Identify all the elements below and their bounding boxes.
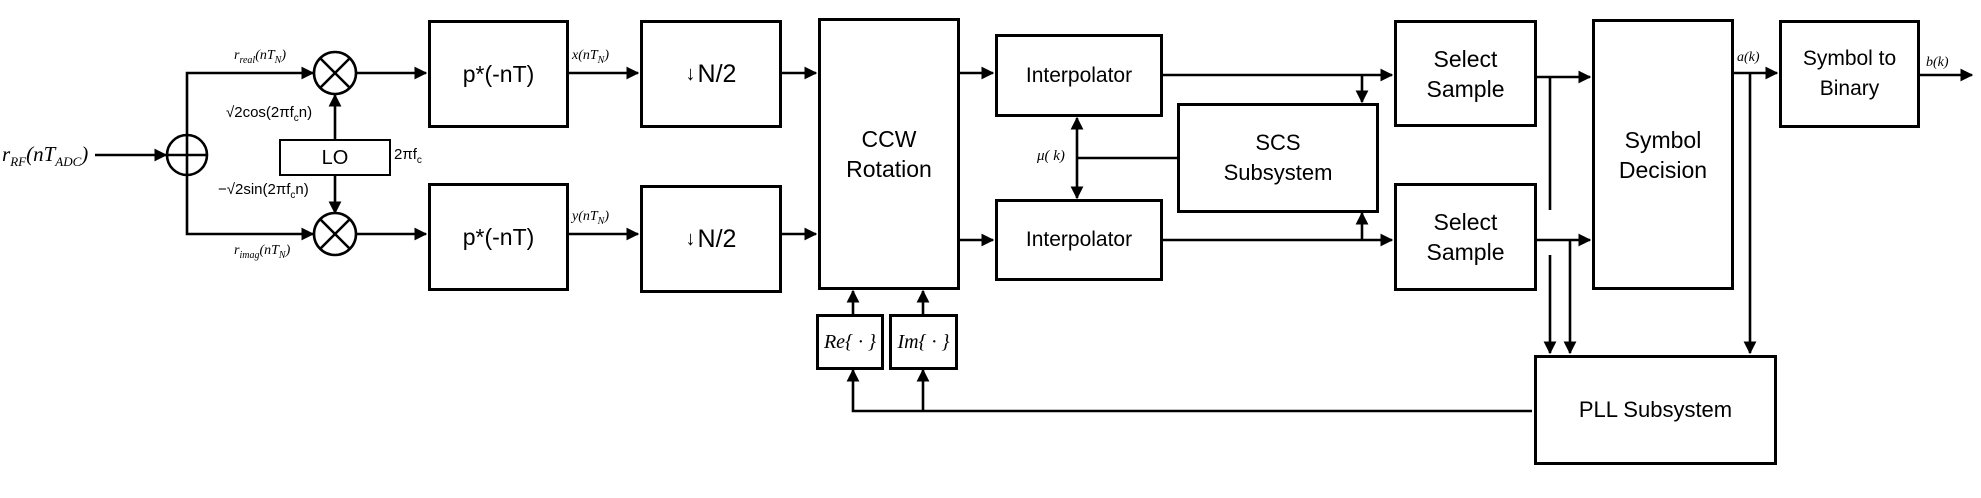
select-sample-bottom: Select Sample: [1394, 183, 1537, 291]
pll-subsystem-label: PLL Subsystem: [1578, 397, 1733, 422]
ccw-rotation-label: CCW Rotation: [846, 126, 932, 182]
downsample-top-label: N/2: [697, 60, 737, 88]
downsample-bottom-label: N/2: [697, 225, 737, 253]
r-real-label: rreal(nTN): [234, 48, 286, 66]
y-out-label: y(nTN): [572, 209, 610, 227]
mu-label: μ( k): [1037, 148, 1065, 164]
symbol-to-binary-block: Symbol to Binary: [1779, 20, 1920, 128]
matched-filter-bottom: p*(-nT): [428, 183, 569, 291]
lo-block: LO: [279, 139, 391, 176]
matched-filter-top: p*(-nT): [428, 20, 569, 128]
multiplier-top: [312, 50, 358, 96]
downsample-top: ↓N/2: [640, 20, 782, 128]
b-k-label: b(k): [1926, 55, 1949, 70]
x-out-label: x(nTN): [572, 48, 610, 66]
pll-subsystem-block: PLL Subsystem: [1534, 355, 1777, 465]
imag-part-block: Im{ · }: [889, 314, 958, 370]
interpolator-top: Interpolator: [995, 34, 1163, 117]
matched-filter-top-label: p*(-nT): [462, 61, 535, 87]
ccw-rotation-block: CCW Rotation: [818, 18, 960, 290]
select-sample-top-label: Select Sample: [1426, 45, 1505, 102]
real-part-label: Re{ · }: [823, 331, 877, 353]
wire-pll-feedback: [846, 368, 1532, 413]
wire-adder-bottom: [185, 155, 315, 241]
wire-adder-top: [185, 66, 315, 155]
symbol-to-binary-label: Symbol to Binary: [1802, 47, 1897, 100]
r-imag-label: rimag(nTN): [234, 243, 291, 261]
interpolator-top-label: Interpolator: [1025, 63, 1133, 87]
select-sample-bottom-label: Select Sample: [1426, 209, 1505, 265]
real-part-block: Re{ · }: [816, 314, 884, 370]
downsample-bottom: ↓N/2: [640, 185, 782, 293]
lo-freq-label: 2πfc: [394, 146, 422, 166]
lo-label: LO: [321, 146, 349, 169]
interpolator-bottom: Interpolator: [995, 199, 1163, 281]
matched-filter-bottom-label: p*(-nT): [462, 224, 535, 250]
sin-term-label: −√2sin(2πfcn): [218, 181, 309, 201]
adder-symbol: [165, 133, 209, 177]
scs-subsystem-label: SCS Subsystem: [1223, 130, 1333, 185]
interpolator-bottom-label: Interpolator: [1025, 228, 1133, 251]
select-sample-top: Select Sample: [1394, 20, 1537, 127]
symbol-decision-label: Symbol Decision: [1618, 126, 1708, 183]
down-arrow-icon: ↓: [685, 63, 696, 85]
symbol-decision-block: Symbol Decision: [1592, 19, 1734, 290]
scs-subsystem-block: SCS Subsystem: [1177, 103, 1379, 213]
a-k-label: a(k): [1737, 50, 1760, 65]
multiplier-bottom: [312, 211, 358, 257]
imag-part-label: Im{ · }: [897, 331, 950, 353]
cos-term-label: √2cos(2πfcn): [226, 104, 313, 124]
down-arrow-icon: ↓: [685, 228, 696, 250]
input-signal-label: rRF(nTADC): [2, 142, 89, 170]
